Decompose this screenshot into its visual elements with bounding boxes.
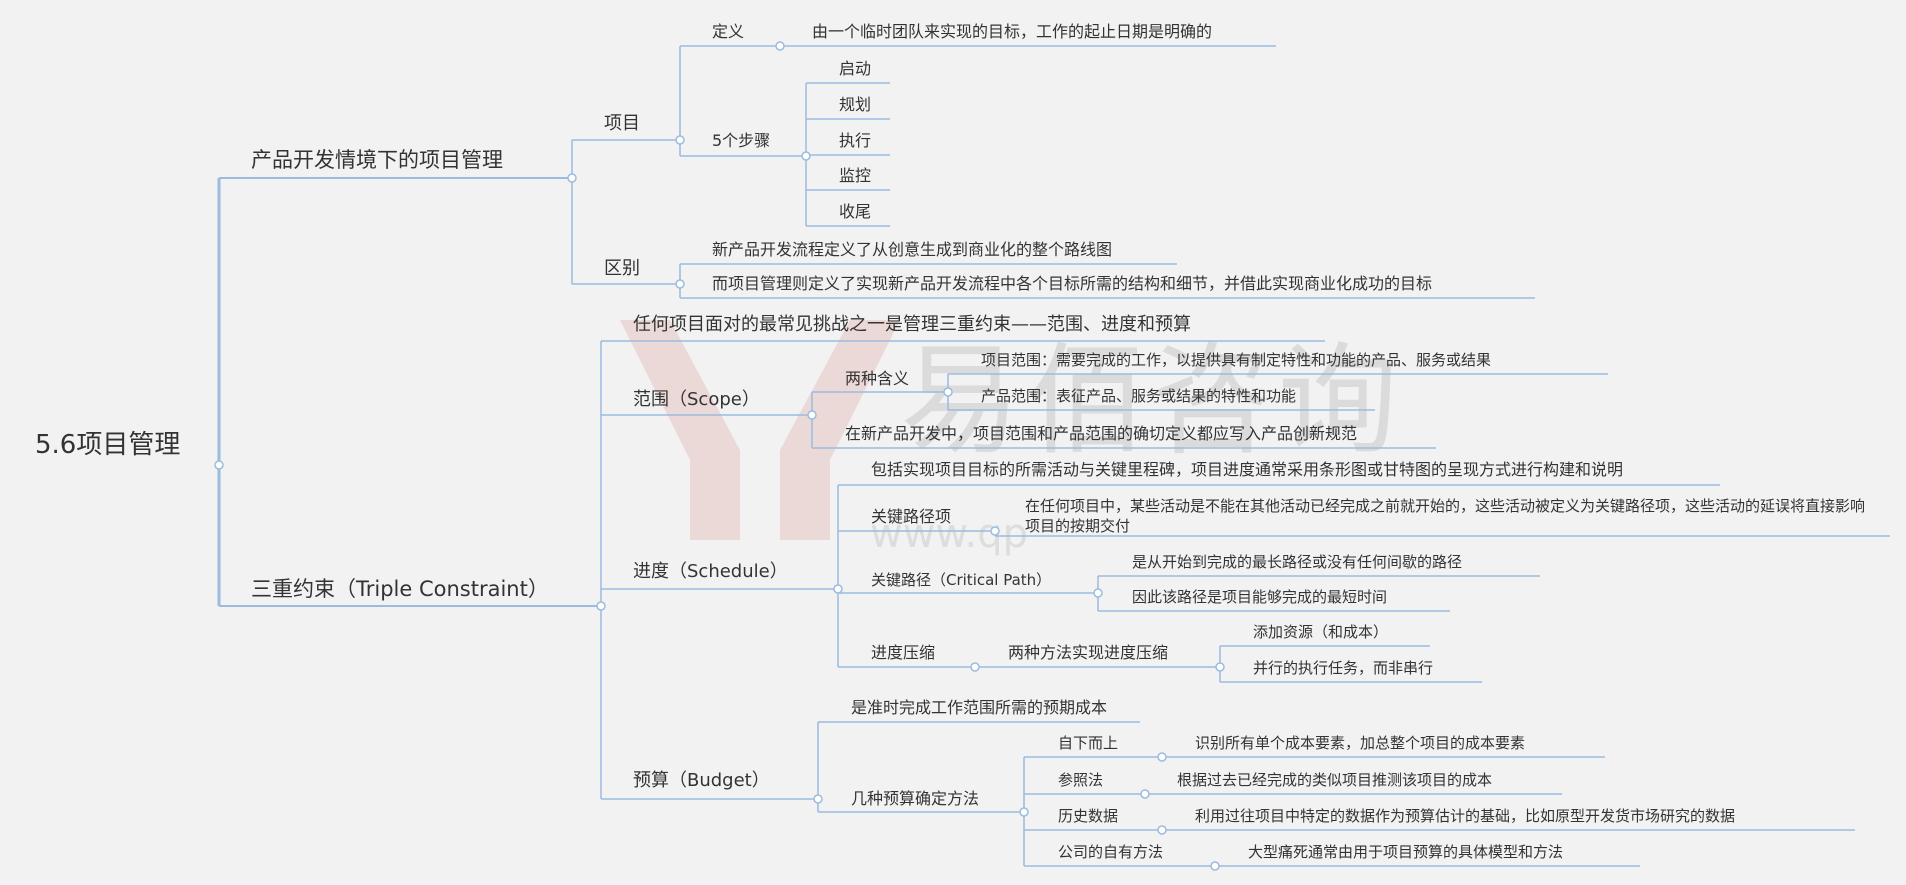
node-compression-methods: 两种方法实现进度压缩 [1008, 643, 1169, 662]
budget-method-text: 根据过去已经完成的类似项目推测该项目的成本 [1177, 771, 1493, 789]
difference-item: 新产品开发流程定义了从创意生成到商业化的整个路线图 [712, 240, 1113, 259]
node-difference: 区别 [604, 258, 640, 279]
node-budget: 预算（Budget） [633, 770, 770, 791]
step-item: 规划 [839, 95, 872, 114]
budget-method-text: 大型痛死通常由用于项目预算的具体模型和方法 [1248, 843, 1564, 861]
node-critical-path: 关键路径（Critical Path） [871, 571, 1052, 589]
scope-note: 在新产品开发中，项目范围和产品范围的确切定义都应写入产品创新规范 [845, 424, 1358, 443]
node-project: 项目 [604, 113, 640, 134]
critical-path-item-text: 在任何项目中，某些活动是不能在其他活动已经完成之前就开始的，这些活动被定义为关键… [1025, 497, 1866, 535]
budget-method-name: 参照法 [1058, 771, 1104, 789]
difference-item: 而项目管理则定义了实现新产品开发流程中各个目标所需的结构和细节，并借此实现商业化… [712, 274, 1433, 293]
node-two-meanings: 两种含义 [845, 369, 910, 388]
node-definition: 定义 [712, 22, 745, 41]
branch-triple-constraint: 三重约束（Triple Constraint） [251, 577, 549, 601]
node-schedule: 进度（Schedule） [633, 561, 788, 582]
branch-product-dev-pm: 产品开发情境下的项目管理 [251, 148, 503, 172]
definition-text: 由一个临时团队来实现的目标，工作的起止日期是明确的 [812, 22, 1213, 41]
node-critical-path-item: 关键路径项 [871, 507, 952, 526]
root-node: 5.6项目管理 [35, 430, 181, 460]
critical-path-item: 是从开始到完成的最长路径或没有任何间歇的路径 [1132, 553, 1463, 571]
step-item: 执行 [839, 131, 872, 150]
scope-meaning: 项目范围：需要完成的工作，以提供具有制定特性和功能的产品、服务或结果 [981, 351, 1492, 369]
budget-desc: 是准时完成工作范围所需的预期成本 [851, 698, 1108, 717]
compression-method: 并行的执行任务，而非串行 [1253, 659, 1434, 677]
budget-method-text: 识别所有单个成本要素，加总整个项目的成本要素 [1195, 734, 1526, 752]
schedule-desc: 包括实现项目目标的所需活动与关键里程碑，项目进度通常采用条形图或甘特图的呈现方式… [871, 460, 1624, 479]
scope-meaning: 产品范围：表征产品、服务或结果的特性和功能 [981, 387, 1297, 405]
step-item: 监控 [839, 166, 872, 185]
budget-method-name: 公司的自有方法 [1058, 843, 1164, 861]
node-intro: 任何项目面对的最常见挑战之一是管理三重约束——范围、进度和预算 [633, 314, 1191, 335]
step-item: 收尾 [839, 202, 872, 221]
node-5-steps: 5个步骤 [712, 131, 771, 150]
compression-method: 添加资源（和成本） [1253, 623, 1389, 641]
node-scope: 范围（Scope） [633, 389, 760, 410]
node-budget-methods: 几种预算确定方法 [851, 789, 980, 808]
critical-path-item: 因此该路径是项目能够完成的最短时间 [1132, 588, 1388, 606]
budget-method-name: 自下而上 [1058, 734, 1119, 752]
budget-method-text: 利用过往项目中特定的数据作为预算估计的基础，比如原型开发货市场研究的数据 [1195, 807, 1736, 825]
node-schedule-compression: 进度压缩 [871, 643, 936, 662]
step-item: 启动 [839, 59, 872, 78]
budget-method-name: 历史数据 [1058, 807, 1119, 825]
